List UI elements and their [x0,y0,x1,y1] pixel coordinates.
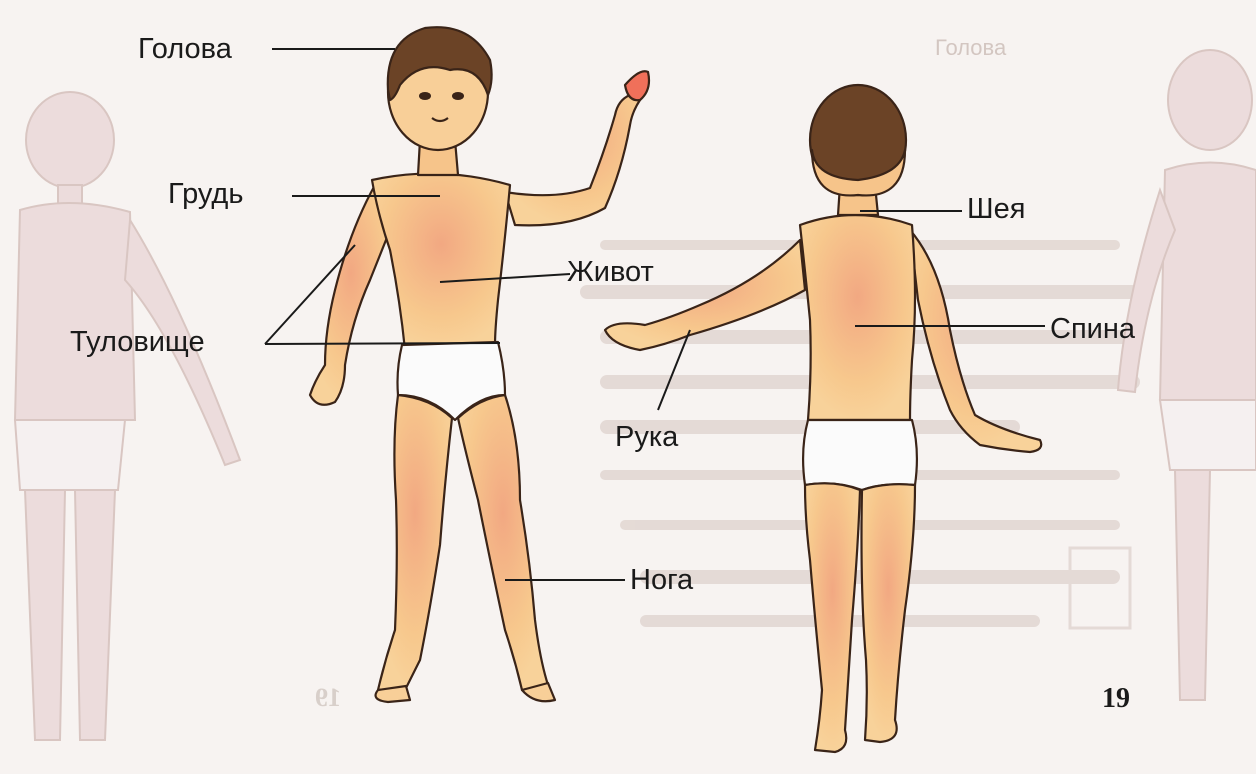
label-head: Голова [138,35,232,64]
label-torso: Туловище [70,328,205,357]
ghost-figure-right [1118,50,1256,700]
boy-front-figure [310,27,649,702]
label-chest: Грудь [168,180,243,209]
page-number-ghost: 19 [315,683,341,713]
label-belly: Живот [567,258,654,287]
boy-back-figure [605,85,1041,752]
page-number: 19 [1102,683,1130,715]
label-back: Спина [1050,315,1135,344]
ghost-label-head: Голова [935,35,1007,60]
ghost-labels: Голова [935,35,1007,60]
label-leg: Нога [630,566,693,595]
label-neck: Шея [967,195,1025,224]
label-arm: Рука [615,423,678,452]
line-torso-down [265,343,500,344]
